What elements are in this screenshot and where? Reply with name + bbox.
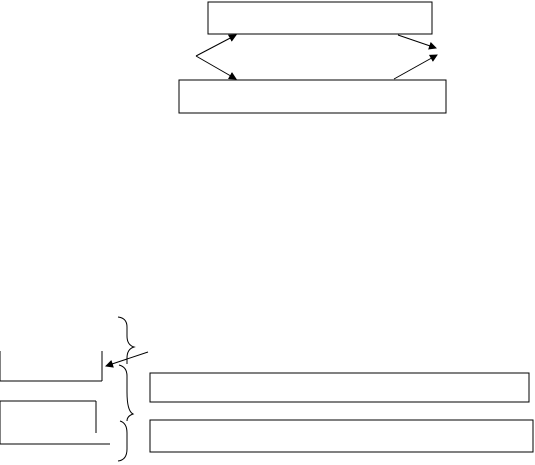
- bottom-section: [0, 316, 534, 462]
- upper-box: [207, 1, 433, 35]
- top-section: [178, 1, 447, 114]
- left-box-top: [0, 351, 103, 382]
- forked-arrow-left: [195, 34, 237, 80]
- lower-box: [178, 79, 447, 114]
- arrow-left-into-box: [105, 351, 149, 368]
- bracket-middle: [118, 364, 135, 422]
- fork-arrow-down: [195, 55, 237, 80]
- arrow-right-up: [393, 54, 438, 80]
- arrow-right-down: [397, 34, 437, 50]
- right-box-bottom: [149, 419, 534, 453]
- fork-arrow-up: [195, 34, 237, 57]
- left-box-bottom: [0, 400, 110, 445]
- right-box-top: [149, 372, 530, 403]
- bracket-bottom: [117, 420, 128, 462]
- bracket-top: [117, 316, 136, 364]
